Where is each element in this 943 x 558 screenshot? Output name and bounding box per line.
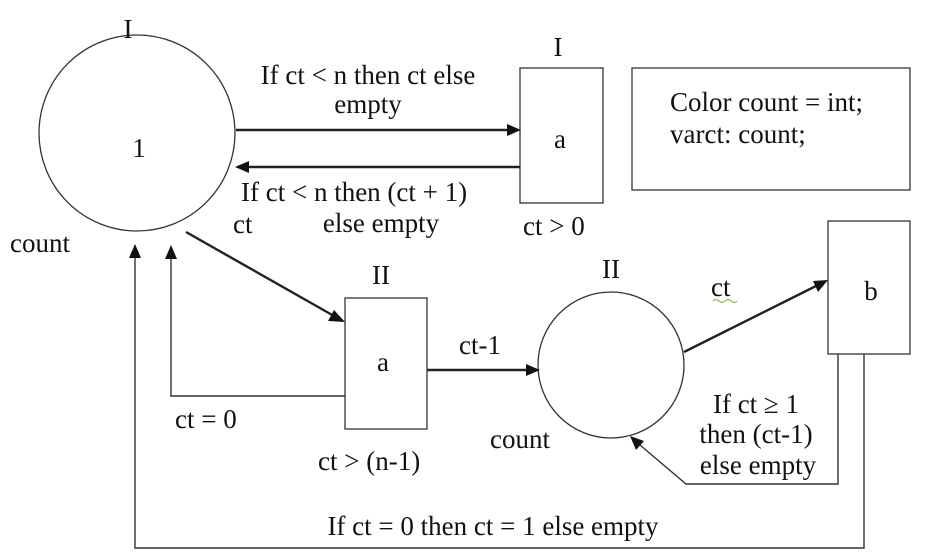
arc-line xyxy=(639,354,839,485)
declarations-frame xyxy=(631,67,911,191)
transition-ii-name: II xyxy=(372,260,390,290)
arrow-head xyxy=(630,436,644,450)
transition-b: b xyxy=(827,220,911,355)
arc-transition-i-to-place-i: If ct < n then (ct + 1) else empty xyxy=(235,161,520,238)
arrow-head xyxy=(526,364,540,376)
place-i-name: I xyxy=(124,14,133,44)
arc-label: If ct = 0 then ct = 1 else empty xyxy=(327,511,659,541)
arc-label-line2: else empty xyxy=(323,208,440,238)
arrow-head xyxy=(507,124,521,136)
arc-transition-ii-to-place-i: ct = 0 xyxy=(165,245,345,434)
transition-i-label: a xyxy=(554,124,566,154)
arc-line xyxy=(683,284,817,354)
arc-place-i-to-transition-i: If ct < n then ct else empty xyxy=(236,60,521,136)
transition-ii-guard: ct > (n-1) xyxy=(318,446,420,476)
arrow-head xyxy=(129,244,141,258)
arrow-head xyxy=(813,280,828,292)
arc-place-ii-to-transition-b: ct xyxy=(683,272,828,354)
place-ii-circle xyxy=(537,291,685,439)
transition-b-box xyxy=(827,220,911,355)
arrow-head xyxy=(165,245,177,259)
declarations-box: Color count = int; varct: count; xyxy=(631,67,911,191)
transition-i-name: I xyxy=(554,32,563,62)
transition-i-box xyxy=(519,67,604,204)
place-ii-color: count xyxy=(490,424,550,454)
transition-i: I a ct > 0 xyxy=(519,32,604,241)
declaration-color: Color count = int; xyxy=(670,87,863,117)
place-i-color: count xyxy=(10,228,70,258)
arc-label-line1: If ct < n then (ct + 1) xyxy=(241,177,467,207)
arc-line xyxy=(134,257,865,549)
arc-label: ct xyxy=(711,272,731,302)
arc-transition-b-to-place-ii: If ct ≥ 1 then (ct-1) else empty xyxy=(630,354,839,485)
arc-label: ct xyxy=(233,209,253,239)
arc-label: ct-1 xyxy=(459,330,501,360)
transition-ii-box xyxy=(344,297,428,430)
place-ii: II count xyxy=(490,254,685,454)
transition-ii: II a ct > (n-1) xyxy=(318,260,428,476)
place-i-circle xyxy=(38,34,236,232)
arrow-head xyxy=(328,310,345,322)
arc-place-i-to-transition-ii: ct xyxy=(185,209,345,322)
arc-transition-ii-to-place-ii: ct-1 xyxy=(427,330,540,376)
transition-i-guard: ct > 0 xyxy=(523,211,585,241)
arc-transition-b-to-place-i: If ct = 0 then ct = 1 else empty xyxy=(129,244,865,549)
arc-label-line1: If ct < n then ct else xyxy=(261,60,476,90)
declaration-var: varct: count; xyxy=(670,119,806,149)
arc-line xyxy=(185,230,335,318)
transition-b-label: b xyxy=(864,276,878,306)
spellcheck-underline xyxy=(712,299,738,303)
arc-line xyxy=(170,258,345,397)
arc-label-line2: then (ct-1) xyxy=(699,419,812,449)
place-i-token: 1 xyxy=(132,133,146,163)
transition-ii-label: a xyxy=(377,347,389,377)
place-i: I 1 count xyxy=(10,14,236,258)
arc-label: ct = 0 xyxy=(175,404,237,434)
place-ii-name: II xyxy=(602,254,620,284)
arrow-head xyxy=(235,161,249,173)
arc-label-line2: empty xyxy=(334,89,402,119)
arc-label-line3: else empty xyxy=(700,450,817,480)
arc-label-line1: If ct ≥ 1 xyxy=(713,389,799,419)
